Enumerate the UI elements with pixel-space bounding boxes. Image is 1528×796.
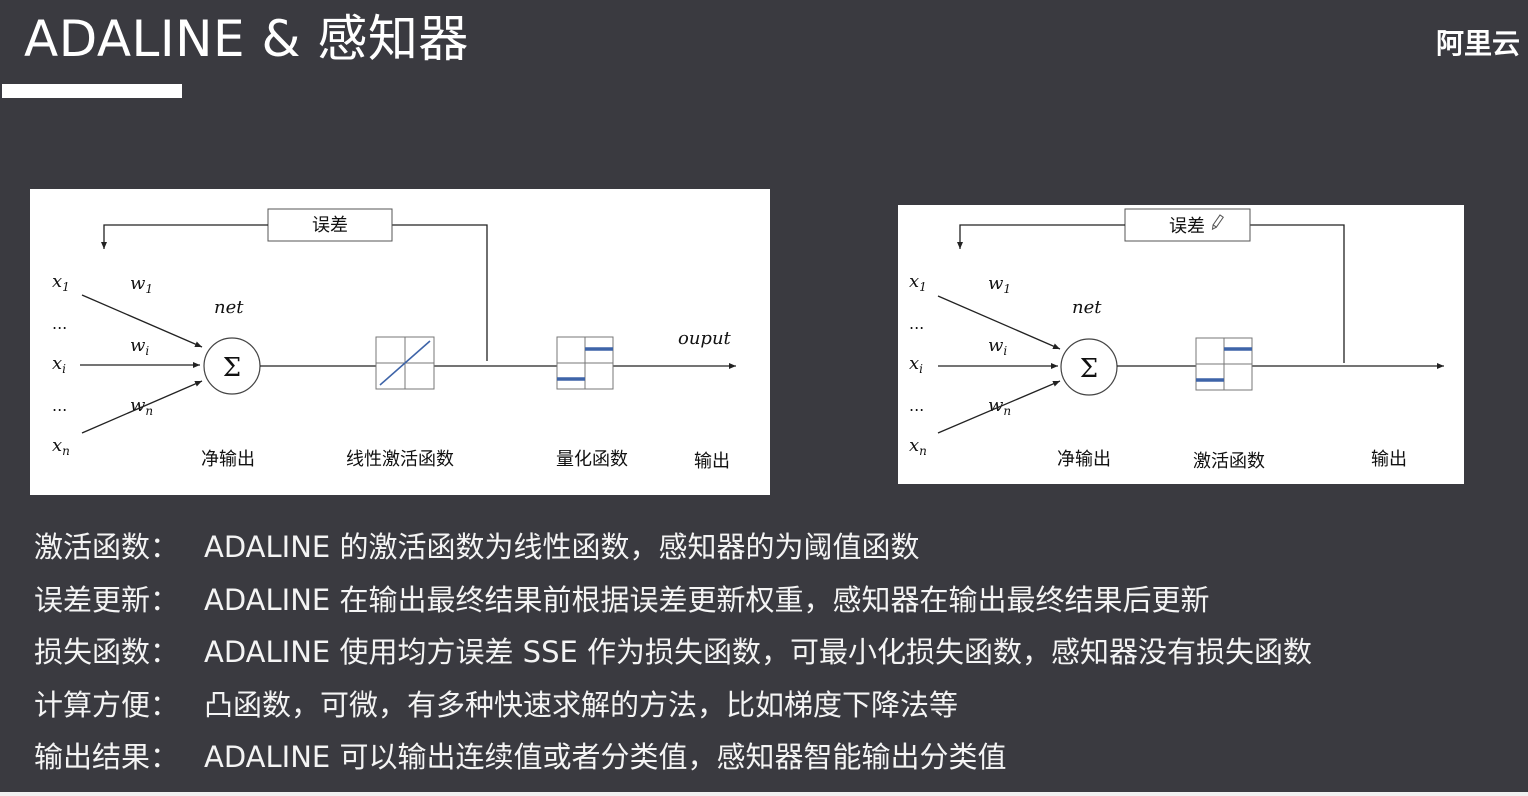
weight-wi: wi bbox=[988, 335, 1007, 358]
input-x1: x1 bbox=[52, 271, 70, 294]
feedback-line-left bbox=[957, 224, 1125, 249]
input-arrow-n bbox=[937, 380, 1061, 434]
input-dots-1: ... bbox=[909, 314, 924, 333]
net-label: net bbox=[1072, 297, 1102, 318]
input-xn: xn bbox=[52, 435, 70, 458]
input-x1: x1 bbox=[909, 271, 927, 294]
note-text: ADALINE 在输出最终结果前根据误差更新权重，感知器在输出最终结果后更新 bbox=[204, 582, 1210, 617]
adaline-diagram: 误差 x1 ... xi ... xn w1 wi wn Σ net oup bbox=[30, 189, 770, 495]
error-box-label: 误差 bbox=[1169, 216, 1205, 237]
input-xi: xi bbox=[52, 353, 66, 376]
input-xn: xn bbox=[909, 435, 927, 458]
input-dots-1: ... bbox=[52, 314, 67, 333]
stage-output: 输出 bbox=[694, 451, 730, 472]
error-box bbox=[1124, 208, 1251, 242]
sum-symbol: Σ bbox=[223, 353, 241, 383]
note-text: 凸函数，可微，有多种快速求解的方法，比如梯度下降法等 bbox=[204, 687, 959, 722]
net-label: net bbox=[214, 297, 244, 318]
feedback-line-right bbox=[392, 224, 488, 361]
note-label: 误差更新： bbox=[34, 582, 180, 617]
stage-quantizer: 量化函数 bbox=[556, 449, 628, 470]
output-label: ouput bbox=[678, 328, 732, 349]
bottom-divider bbox=[0, 792, 1528, 796]
note-activation: 激活函数： ADALINE 的激活函数为线性函数，感知器的为阈值函数 bbox=[34, 522, 1514, 575]
weight-w1: w1 bbox=[988, 273, 1011, 296]
stage-output: 输出 bbox=[1371, 449, 1407, 470]
note-computation: 计算方便： 凸函数，可微，有多种快速求解的方法，比如梯度下降法等 bbox=[34, 680, 1514, 733]
comparison-notes: 激活函数： ADALINE 的激活函数为线性函数，感知器的为阈值函数 误差更新： A… bbox=[34, 522, 1514, 785]
input-dots-2: ... bbox=[52, 396, 67, 415]
weight-w1: w1 bbox=[130, 273, 153, 296]
input-dots-2: ... bbox=[909, 396, 924, 415]
stage-net-output: 净输出 bbox=[1057, 449, 1111, 470]
note-text: ADALINE 的激活函数为线性函数，感知器的为阈值函数 bbox=[204, 530, 920, 564]
stage-net-output: 净输出 bbox=[201, 449, 255, 470]
note-label: 计算方便： bbox=[34, 687, 180, 722]
input-arrow-n bbox=[81, 380, 203, 434]
input-arrow-1 bbox=[937, 295, 1061, 350]
feedback-line-right bbox=[1250, 224, 1345, 363]
linear-function-line bbox=[379, 340, 431, 386]
error-box bbox=[267, 208, 393, 242]
note-text: ADALINE 可以输出连续值或者分类值，感知器智能输出分类值 bbox=[204, 740, 1007, 775]
page-title: ADALINE & 感知器 bbox=[24, 10, 469, 68]
input-arrow-1 bbox=[81, 294, 203, 348]
adaline-diagram-svg: 误差 x1 ... xi ... xn w1 wi wn Σ net oup bbox=[52, 208, 736, 472]
stage-activation: 激活函数 bbox=[1193, 451, 1265, 472]
stage-linear-activation: 线性激活函数 bbox=[346, 449, 454, 470]
note-loss-function: 损失函数： ADALINE 使用均方误差 SSE 作为损失函数，可最小化损失函数，… bbox=[34, 627, 1514, 680]
perceptron-diagram-svg: 误差 x1 ... xi ... xn w1 wi wn Σ net 净输出 激… bbox=[909, 208, 1444, 472]
note-label: 激活函数： bbox=[34, 530, 180, 564]
note-label: 输出结果： bbox=[34, 740, 180, 775]
sum-symbol: Σ bbox=[1080, 354, 1098, 384]
note-text: ADALINE 使用均方误差 SSE 作为损失函数，可最小化损失函数，感知器没有… bbox=[204, 635, 1313, 670]
pencil-icon bbox=[1211, 214, 1224, 231]
error-box-label: 误差 bbox=[312, 215, 348, 236]
feedback-line-left bbox=[101, 224, 268, 249]
sum-node bbox=[1060, 338, 1118, 396]
perceptron-diagram: 误差 x1 ... xi ... xn w1 wi wn Σ net 净输出 激… bbox=[898, 205, 1464, 484]
input-xi: xi bbox=[909, 353, 923, 376]
brand-logo-text: 阿里云 bbox=[1436, 27, 1521, 60]
weight-wi: wi bbox=[130, 335, 149, 358]
note-label: 损失函数： bbox=[34, 635, 180, 670]
note-error-update: 误差更新： ADALINE 在输出最终结果前根据误差更新权重，感知器在输出最终结果… bbox=[34, 575, 1514, 628]
note-output: 输出结果： ADALINE 可以输出连续值或者分类值，感知器智能输出分类值 bbox=[34, 732, 1514, 785]
title-underline bbox=[2, 84, 182, 98]
